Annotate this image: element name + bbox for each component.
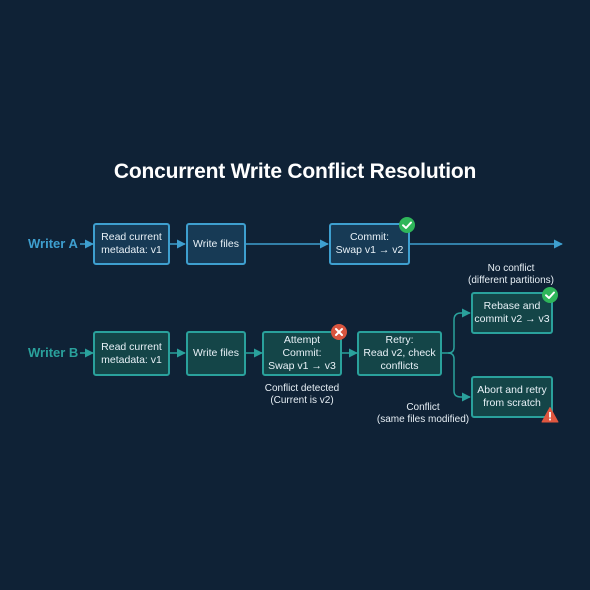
check-circle-icon	[542, 287, 558, 303]
arrow-b-retry-to-rebase	[442, 308, 471, 354]
arrow-b-retry-to-abort	[447, 352, 471, 402]
check-circle-icon	[399, 217, 415, 233]
writer-b-label: Writer B	[28, 345, 79, 360]
writer-a-write-step: Write files	[186, 223, 246, 265]
writer-b-write-step: Write files	[186, 331, 246, 376]
writer-a-label: Writer A	[28, 236, 78, 251]
x-circle-icon	[331, 324, 347, 340]
writer-b-read-step: Read current metadata: v1	[93, 331, 170, 376]
writer-b-retry-step: Retry: Read v2, check conflicts	[357, 331, 442, 376]
warning-icon	[541, 407, 559, 423]
writer-a-read-step: Read current metadata: v1	[93, 223, 170, 265]
writer-b-attempt-commit-step: Attempt Commit: Swap v1 → v3	[262, 331, 342, 376]
writer-a-commit-step: Commit: Swap v1 → v2	[329, 223, 410, 265]
writer-b-abort-step: Abort and retry from scratch	[471, 376, 553, 418]
conflict-detected-note: Conflict detected (Current is v2)	[264, 383, 340, 406]
page-title: Concurrent Write Conflict Resolution	[113, 160, 477, 183]
no-conflict-note: No conflict (different partitions)	[468, 263, 554, 286]
conflict-note: Conflict (same files modified)	[376, 402, 470, 425]
writer-b-rebase-step: Rebase and commit v2 → v3	[471, 292, 553, 334]
